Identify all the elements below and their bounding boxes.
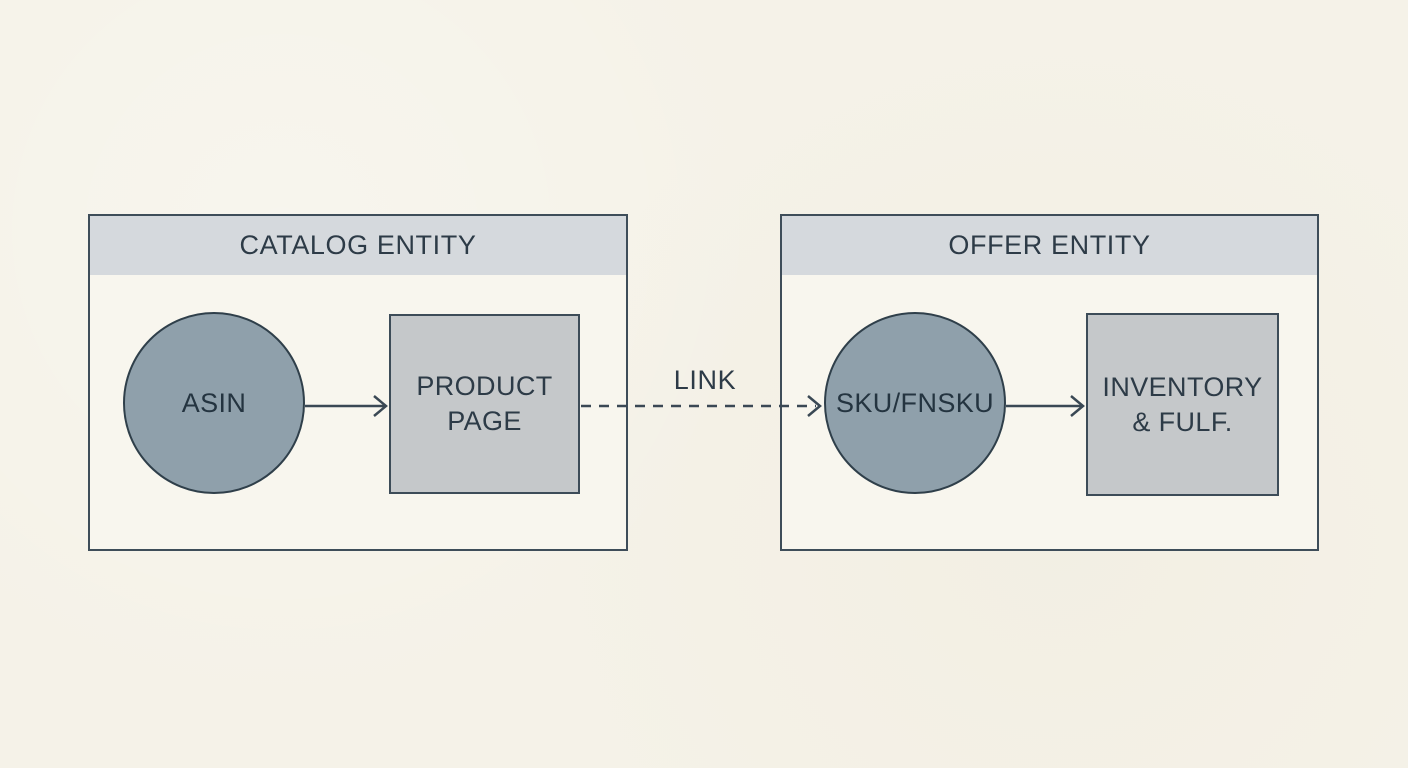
inventory-fulfillment-node: INVENTORY & FULF. <box>1086 313 1279 496</box>
link-label: LINK <box>673 365 737 395</box>
asin-label: ASIN <box>181 387 247 418</box>
inventory-label-line1: INVENTORY <box>1102 371 1263 402</box>
sku-fnsku-label: SKU/FNSKU <box>835 387 995 418</box>
inventory-label-line2: & FULF. <box>1132 406 1233 437</box>
product-page-node: PRODUCT PAGE <box>389 314 580 494</box>
sku-fnsku-circle-node: SKU/FNSKU <box>824 312 1006 494</box>
offer-entity-header: OFFER ENTITY <box>782 216 1317 275</box>
product-page-label-line1: PRODUCT <box>416 371 553 401</box>
catalog-entity-header: CATALOG ENTITY <box>90 216 626 275</box>
asin-circle-node: ASIN <box>123 312 305 494</box>
catalog-entity-title: CATALOG ENTITY <box>239 230 477 260</box>
product-page-label-line2: PAGE <box>447 406 522 436</box>
offer-entity-title: OFFER ENTITY <box>948 230 1151 260</box>
